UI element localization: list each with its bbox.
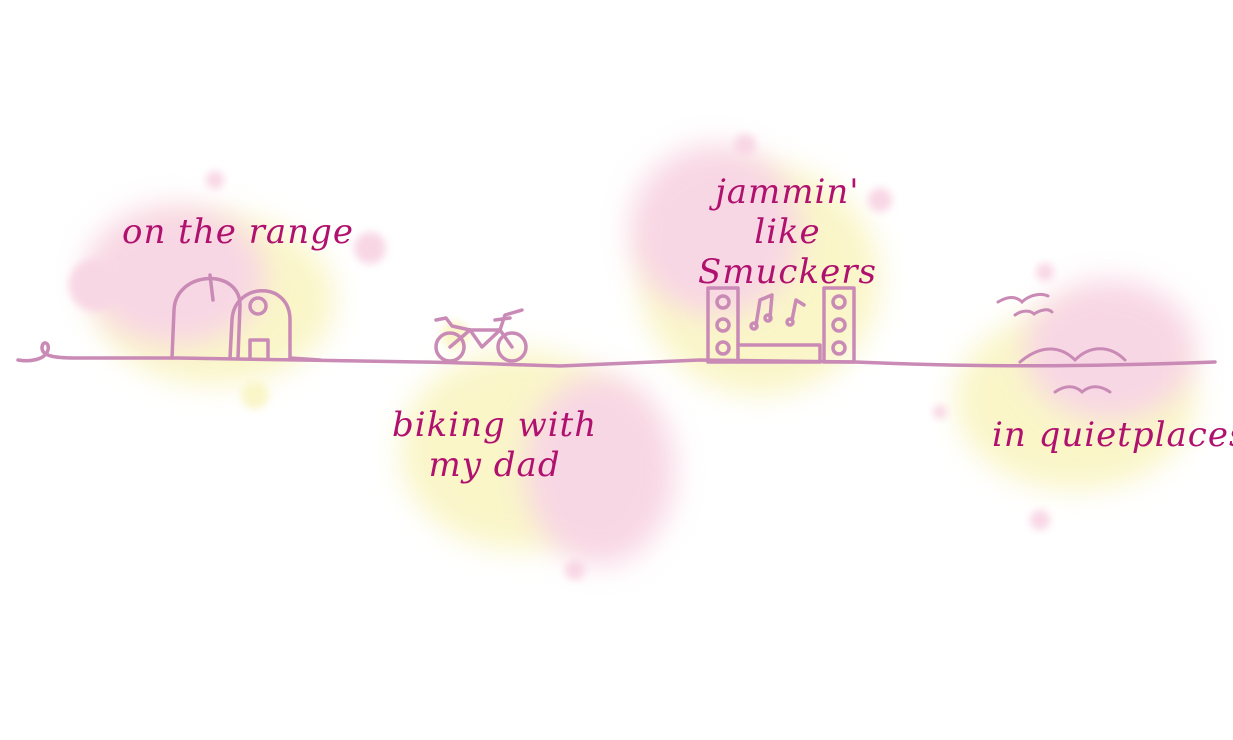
wash-range bbox=[69, 171, 386, 409]
caption-jammin-like-smuckers: jammin' like Smuckers bbox=[698, 172, 877, 292]
stereo-speakers-icon bbox=[706, 286, 856, 364]
caption-on-the-range: on the range bbox=[122, 212, 354, 252]
caption-line: on the range bbox=[122, 212, 354, 252]
caption-in-quiet-places: in quietplaces bbox=[992, 415, 1233, 455]
caption-line: Smuckers bbox=[698, 252, 877, 292]
caption-line: in quietplaces bbox=[992, 415, 1233, 455]
watercolor-washes bbox=[69, 134, 1195, 580]
waves-birds-icon bbox=[996, 292, 1127, 395]
caption-line: jammin' bbox=[715, 172, 860, 212]
observatory-icon bbox=[170, 273, 322, 362]
bicycle-icon bbox=[434, 308, 528, 363]
caption-biking-with-my-dad: biking with my dad bbox=[392, 405, 597, 485]
caption-line: my dad bbox=[428, 445, 561, 485]
wash-quiet bbox=[933, 263, 1195, 530]
caption-line: biking with bbox=[392, 405, 598, 445]
timeline-line bbox=[16, 341, 1217, 368]
wash-jammin bbox=[630, 134, 892, 395]
caption-line: like bbox=[754, 212, 821, 252]
wash-biking bbox=[400, 321, 675, 580]
